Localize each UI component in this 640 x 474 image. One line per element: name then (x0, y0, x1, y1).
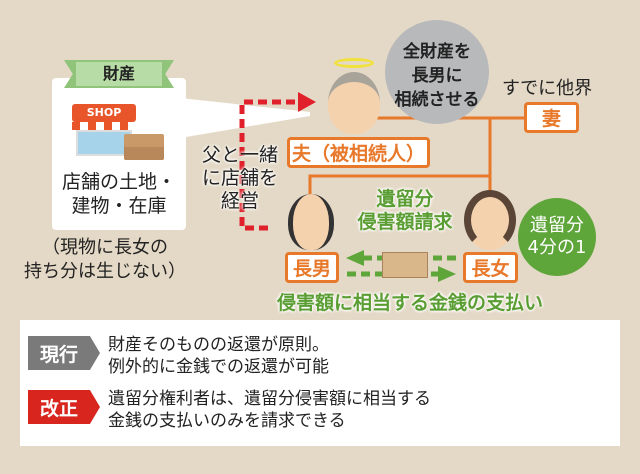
speech-bubble-text: 全財産を 長男に 相続させる (394, 42, 480, 110)
payment-label: 侵害額に相当する金銭の支払い (276, 292, 543, 314)
claim-label: 遺留分 侵害額請求 (357, 188, 453, 233)
current-rule-text: 財産そのものの返還が原則。 例外的に金銭での返還が可能 (108, 335, 329, 377)
shop-icon: SHOP (72, 104, 142, 160)
boxes-icon (124, 134, 164, 160)
property-note: （現物に長女の 持ち分は生じない） (24, 237, 186, 282)
share-circle: 遺留分 4分の1 (518, 198, 596, 276)
daughter-label: 長女 (463, 252, 518, 283)
son-avatar (288, 194, 334, 250)
revised-rule-text: 遺留分権利者は、遺留分侵害額に相当する 金銭の支払いのみを請求できる (108, 389, 431, 431)
revised-rule-tag: 改正 (28, 390, 100, 424)
property-description: 店舗の土地・ 建物・在庫 (61, 171, 176, 217)
current-rule-tag: 現行 (28, 336, 100, 370)
wife-note: すでに他界 (502, 78, 593, 99)
husband-label: 夫（被相続人） (287, 137, 430, 168)
speech-bubble (385, 20, 489, 124)
daughter-avatar (464, 190, 516, 250)
money-bundle-icon (382, 252, 428, 278)
wife-label: 妻 (524, 102, 579, 133)
comparison-panel: 現行 財産そのものの返還が原則。 例外的に金銭での返還が可能 改正 遺留分権利者… (20, 320, 620, 446)
son-label: 長男 (285, 252, 339, 283)
halo-icon (334, 58, 374, 68)
management-note: 父と一緒 に店舗を 経営 (201, 144, 278, 212)
husband-avatar (328, 72, 380, 134)
shop-sign: SHOP (72, 104, 136, 122)
property-ribbon-label: 財産 (76, 62, 162, 86)
